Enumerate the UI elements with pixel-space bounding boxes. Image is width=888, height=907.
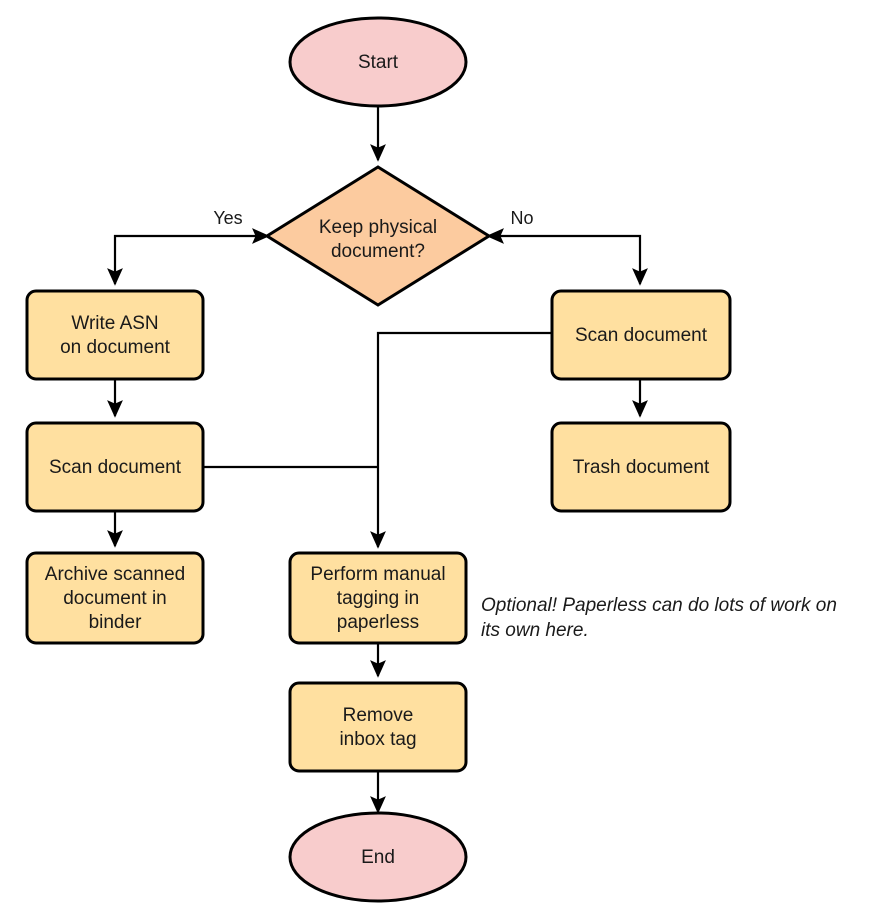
node-remove-inbox-tag[interactable]: Remove inbox tag [288,681,468,773]
node-scan-document-right-label: Scan document [575,325,708,346]
node-inbox-label-line1: Remove [343,705,414,726]
node-scan-document-left-label: Scan document [49,457,182,478]
node-end[interactable]: End [288,811,468,903]
node-trash-document-label: Trash document [573,457,710,478]
node-archive-in-binder[interactable]: Archive scanned document in binder [25,551,205,645]
edge-decision-to-scan-right: No [486,208,648,286]
node-tagging-label-line2: tagging in [337,588,419,609]
annotation-line1: Optional! Paperless can do lots of work … [481,595,837,616]
node-start[interactable]: Start [288,16,468,108]
node-write-asn[interactable]: Write ASN on document [25,289,205,381]
node-trash-document[interactable]: Trash document [550,421,732,513]
node-tagging-label-line3: paperless [337,612,419,633]
edge-label-yes: Yes [213,208,242,228]
node-decision-label-line1: Keep physical [319,217,437,238]
node-archive-label-line2: document in [63,588,167,609]
node-end-label: End [361,847,395,868]
node-tagging-label-line1: Perform manual [310,564,445,585]
edge-label-no: No [510,208,533,228]
annotation-optional-note: Optional! Paperless can do lots of work … [481,595,837,641]
node-decision-keep-physical-document[interactable]: Keep physical document? [264,165,492,307]
edge-scan-right-to-tagging [370,331,552,549]
node-archive-label-line1: Archive scanned [45,564,185,585]
node-archive-label-line3: binder [89,612,142,633]
node-decision-label-line2: document? [331,241,425,262]
edge-decision-to-write-asn: Yes [107,208,270,286]
node-inbox-label-line2: inbox tag [339,729,416,750]
node-scan-document-right[interactable]: Scan document [550,289,732,381]
node-write-asn-label-line1: Write ASN [71,313,158,334]
annotation-line2: its own here. [481,620,589,641]
node-scan-document-left[interactable]: Scan document [25,421,205,513]
node-start-label: Start [358,52,399,73]
node-write-asn-label-line2: on document [60,337,171,358]
node-manual-tagging[interactable]: Perform manual tagging in paperless [288,551,468,645]
